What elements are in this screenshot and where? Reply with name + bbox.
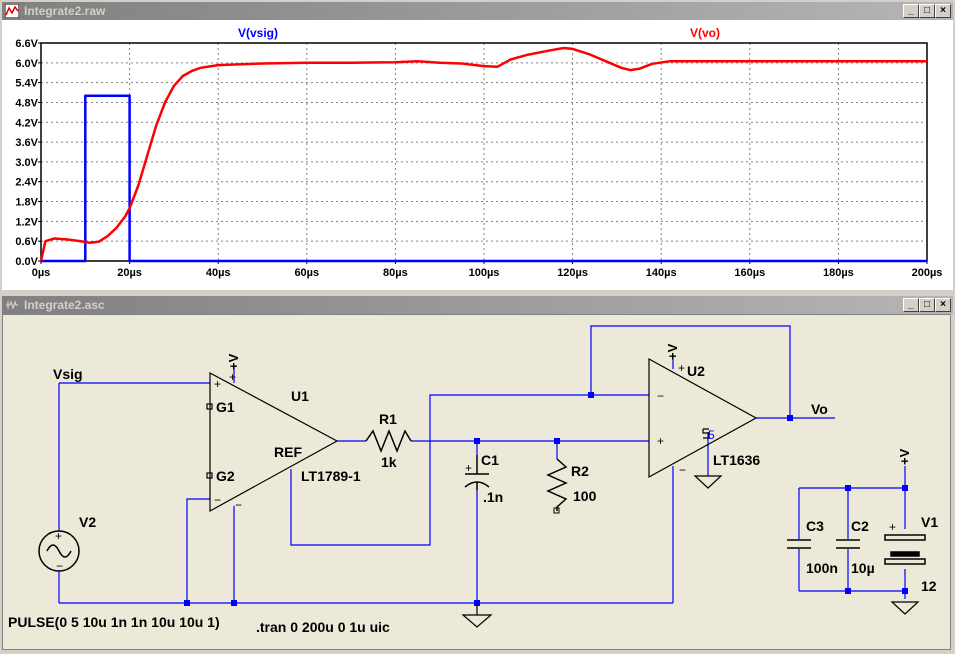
minimize-button[interactable]: _ bbox=[903, 298, 919, 312]
label-vsig: Vsig bbox=[53, 366, 83, 382]
y-tick-label: 0.0V bbox=[15, 256, 38, 268]
r1-symbol bbox=[365, 428, 412, 454]
v1-symbol bbox=[884, 534, 926, 565]
schematic-titlebar[interactable]: Integrate2.asc _ □ × bbox=[2, 296, 953, 314]
label-v1: V1 bbox=[921, 514, 938, 530]
label-v1-value: 12 bbox=[921, 578, 937, 594]
label-tran: .tran 0 200u 0 1u uic bbox=[256, 619, 390, 635]
v2-symbol bbox=[38, 530, 80, 572]
schematic-canvas[interactable]: Vsig Vo U1 U2 LT1789-1 LT1636 REF G1 G2 … bbox=[2, 314, 951, 650]
label-v2: V2 bbox=[79, 514, 96, 530]
y-tick-label: 6.6V bbox=[15, 38, 38, 50]
label-c1: C1 bbox=[481, 452, 499, 468]
wire-u1-minus bbox=[186, 498, 210, 603]
label-pulse: PULSE(0 5 10u 1n 1n 10u 10u 1) bbox=[8, 614, 220, 630]
y-tick-label: 3.6V bbox=[15, 137, 38, 149]
u2-vplus-mark: + bbox=[678, 361, 685, 375]
waveform-chart[interactable]: 0.0V 0.6V 1.2V 1.8V 2.4V 3.0V 3.6V 4.2V 4.8V 5.4V… bbox=[2, 20, 953, 290]
u1-symbol bbox=[206, 371, 339, 513]
series-line bbox=[39, 46, 927, 262]
waveform-plot[interactable]: 0.0V 0.6V 1.2V 1.8V 2.4V 3.0V 3.6V 4.2V 4.8V 5.4V… bbox=[2, 20, 953, 290]
u1-vminus-mark: − bbox=[235, 498, 242, 512]
v2-plus-mark: + bbox=[55, 529, 62, 543]
label-v1-vplus: +V bbox=[897, 448, 912, 465]
label-r1-value: 1k bbox=[381, 454, 397, 470]
u2-plus-mark: + bbox=[657, 434, 664, 448]
label-r1: R1 bbox=[379, 411, 397, 427]
x-tick-label: 0µs bbox=[32, 267, 51, 279]
plot-window-title: Integrate2.raw bbox=[24, 4, 106, 18]
wire-u2-feedback bbox=[590, 325, 791, 418]
series-line bbox=[41, 94, 927, 263]
label-c3: C3 bbox=[806, 518, 824, 534]
y-tick-label: 2.4V bbox=[15, 177, 38, 189]
label-u1: U1 bbox=[291, 388, 309, 404]
plot-window: Integrate2.raw _ □ × 0.0V 0.6V 1.2V 1.8V 2.4… bbox=[0, 0, 955, 292]
label-u1-vplus: +V bbox=[226, 353, 241, 370]
y-tick-label: 0.6V bbox=[15, 236, 38, 248]
wire-ref bbox=[290, 394, 591, 546]
u1-vplus-mark: + bbox=[229, 370, 236, 384]
x-tick-label: 200µs bbox=[912, 267, 943, 279]
u2-minus-mark: − bbox=[657, 389, 664, 403]
u2-symbol bbox=[648, 357, 758, 479]
c1-plus-mark: + bbox=[465, 461, 472, 475]
c1-symbol bbox=[464, 455, 490, 490]
y-tick-label: 4.8V bbox=[15, 97, 38, 109]
y-tick-label: 4.2V bbox=[15, 117, 38, 129]
y-tick-label: 1.2V bbox=[15, 216, 38, 228]
u2-vminus-mark: − bbox=[679, 463, 686, 477]
label-ref: REF bbox=[274, 444, 302, 460]
schematic-icon bbox=[6, 300, 18, 310]
label-vo: Vo bbox=[811, 401, 828, 417]
schematic-window-title: Integrate2.asc bbox=[24, 298, 105, 312]
label-c3-value: 100n bbox=[806, 560, 838, 576]
y-tick-label: 5.4V bbox=[15, 78, 38, 90]
close-button[interactable]: × bbox=[935, 298, 951, 312]
x-tick-label: 20µs bbox=[117, 267, 142, 279]
waveform-icon bbox=[5, 4, 19, 18]
label-u2-vplus: +V bbox=[665, 343, 680, 360]
y-tick-label: 3.0V bbox=[15, 157, 38, 169]
maximize-button[interactable]: □ bbox=[919, 298, 935, 312]
plot-titlebar[interactable]: Integrate2.raw _ □ × bbox=[2, 2, 953, 20]
label-g2: G2 bbox=[216, 468, 235, 484]
v1-plus-mark: + bbox=[889, 520, 896, 534]
label-u2: U2 bbox=[687, 363, 705, 379]
x-tick-label: 80µs bbox=[383, 267, 408, 279]
ground-symbols bbox=[461, 475, 920, 628]
x-tick-label: 160µs bbox=[734, 267, 765, 279]
series-label: V(vo) bbox=[690, 26, 720, 40]
series-label: V(vsig) bbox=[238, 26, 278, 40]
label-c2-value: 10µ bbox=[851, 560, 875, 576]
label-r2: R2 bbox=[571, 463, 589, 479]
c2-symbol bbox=[836, 539, 860, 549]
label-r2-value: 100 bbox=[573, 488, 597, 504]
x-tick-label: 120µs bbox=[557, 267, 588, 279]
minimize-button[interactable]: _ bbox=[903, 4, 919, 18]
label-c2: C2 bbox=[851, 518, 869, 534]
x-tick-label: 140µs bbox=[646, 267, 677, 279]
label-lt1789: LT1789-1 bbox=[301, 468, 361, 484]
x-tick-label: 100µs bbox=[469, 267, 500, 279]
y-tick-label: 6.0V bbox=[15, 58, 38, 70]
close-button[interactable]: × bbox=[935, 4, 951, 18]
x-tick-label: 180µs bbox=[823, 267, 854, 279]
label-pin5: 5 bbox=[708, 428, 715, 442]
label-c1-value: .1n bbox=[483, 489, 503, 505]
label-lt1636: LT1636 bbox=[713, 452, 760, 468]
x-tick-label: 60µs bbox=[294, 267, 319, 279]
schematic-drawing[interactable]: Vsig Vo U1 U2 LT1789-1 LT1636 REF G1 G2 … bbox=[3, 315, 950, 649]
u1-plus-mark: + bbox=[214, 377, 221, 391]
r2-symbol bbox=[546, 458, 568, 511]
u1-minus-mark: − bbox=[214, 493, 221, 507]
v2-minus-mark: − bbox=[56, 559, 63, 573]
y-tick-label: 1.8V bbox=[15, 197, 38, 209]
schematic-window: Integrate2.asc _ □ × bbox=[0, 294, 955, 650]
x-tick-label: 40µs bbox=[206, 267, 231, 279]
maximize-button[interactable]: □ bbox=[919, 4, 935, 18]
c3-symbol bbox=[787, 539, 811, 549]
label-g1: G1 bbox=[216, 399, 235, 415]
